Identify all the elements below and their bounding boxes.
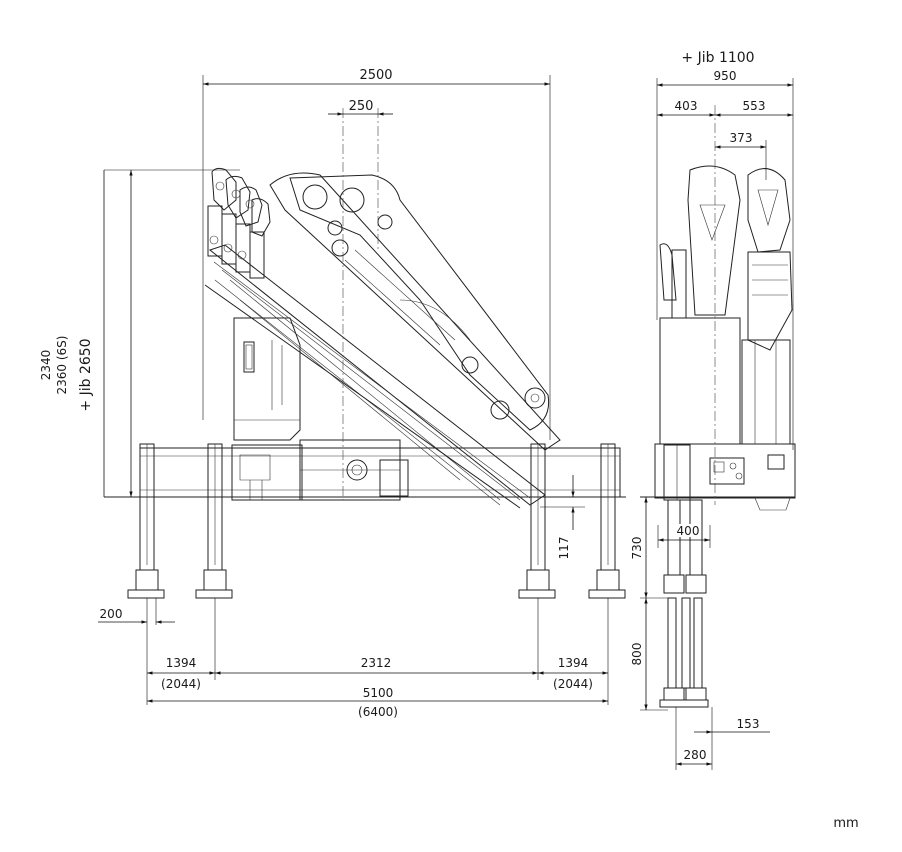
label-foot-offset: 200 [100, 607, 123, 621]
label-height-2: 2360 (6S) [55, 336, 69, 395]
extension-boom [204, 244, 546, 509]
units-label: mm [833, 816, 858, 831]
label-outrigger-left-ext: (2044) [161, 677, 201, 691]
label-total-span-ext: (6400) [358, 705, 398, 719]
label-mid-span: 2312 [361, 656, 392, 670]
side-view: 2500 250 2340 2360 (6S) + Jib 2650 117 2… [39, 68, 626, 719]
base-frame [139, 439, 621, 501]
label-base-clearance: 117 [557, 537, 571, 560]
leg-left-inner [195, 443, 233, 599]
label-foot-offset-front: 153 [737, 717, 760, 731]
front-body [654, 317, 796, 511]
boom-arm [269, 172, 561, 451]
label-foot-width: 280 [684, 748, 707, 762]
leg-left-outer [127, 443, 165, 599]
label-height-1: 2340 [39, 350, 53, 381]
height-labels: 2340 2360 (6S) + Jib 2650 [39, 336, 94, 412]
label-column-offset: 250 [349, 99, 374, 114]
label-front-width: 950 [714, 69, 737, 83]
label-outrigger-right: 1394 [558, 656, 589, 670]
label-jib: + Jib 1100 [681, 50, 754, 66]
label-total-span: 5100 [363, 686, 394, 700]
label-overall-width: 2500 [359, 68, 392, 83]
label-stroke-lower: 800 [630, 643, 644, 666]
label-base-width: 400 [677, 524, 700, 538]
leg-right-outer [588, 443, 626, 599]
label-hook-width: 373 [730, 131, 753, 145]
boom-tip-cluster [207, 167, 271, 279]
label-height-3: + Jib 2650 [78, 338, 94, 411]
label-stroke-upper: 730 [630, 537, 644, 560]
label-outrigger-right-ext: (2044) [553, 677, 593, 691]
front-boom [659, 165, 793, 445]
label-right-part: 553 [743, 99, 766, 113]
crane-column [233, 317, 301, 441]
label-left-part: 403 [675, 99, 698, 113]
label-outrigger-left: 1394 [166, 656, 197, 670]
leg-right-inner [518, 443, 556, 599]
front-legs [659, 499, 709, 708]
front-view: + Jib 1100 950 403 553 373 400 730 800 1… [630, 50, 796, 770]
outrigger-legs [127, 443, 626, 599]
